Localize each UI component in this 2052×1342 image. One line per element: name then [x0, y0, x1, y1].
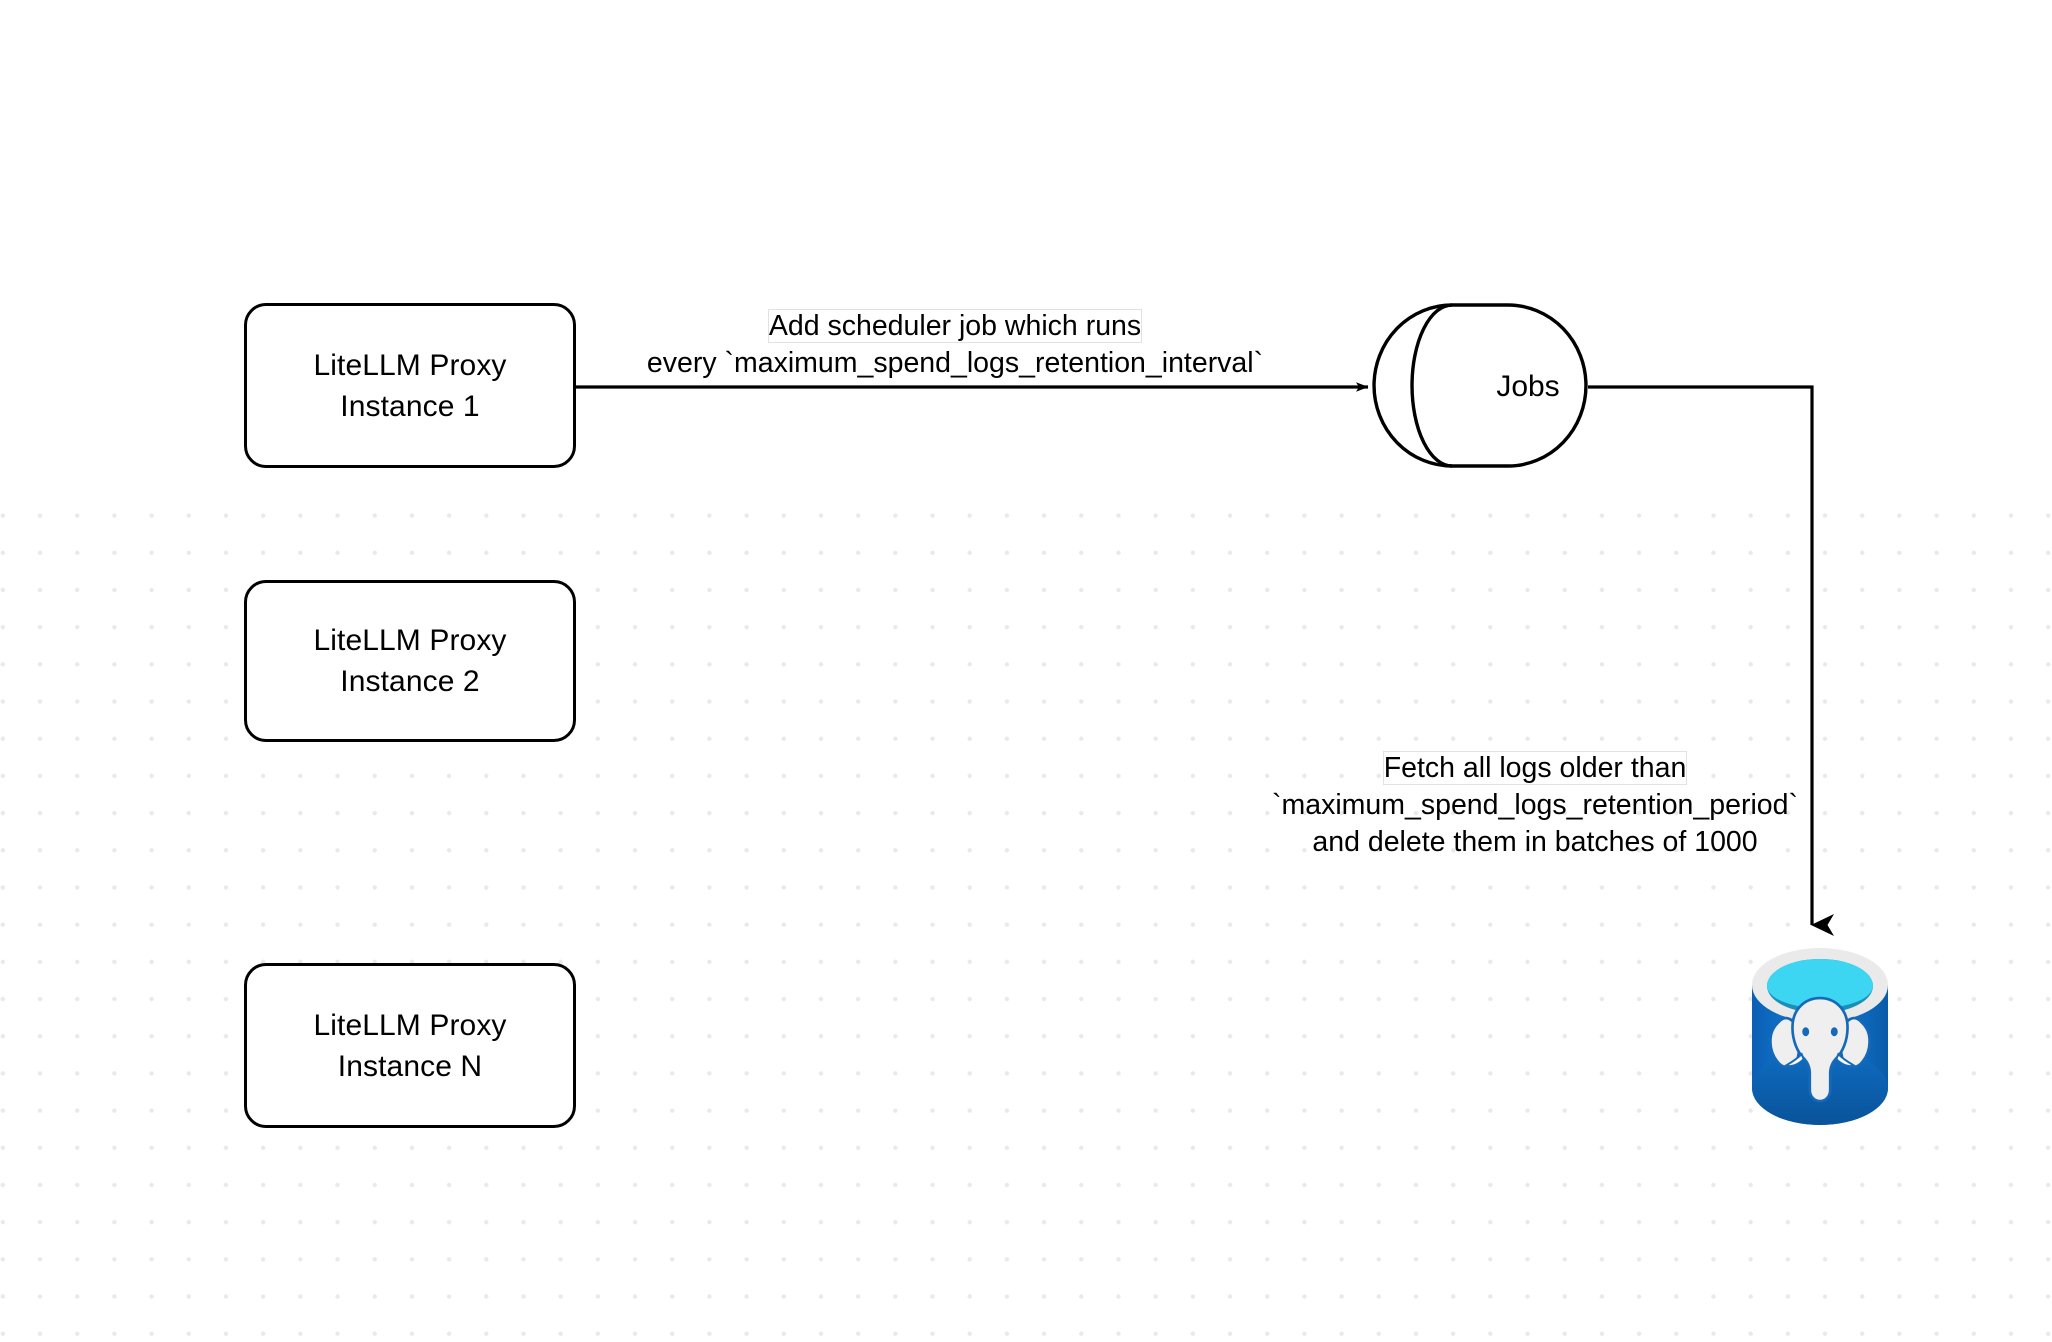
edge1-label-line-1: Add scheduler job which runs — [767, 309, 1143, 343]
proxy-1-line-1: LiteLLM Proxy — [313, 348, 507, 382]
node-litellm-proxy-instance-2[interactable]: LiteLLM Proxy Instance 2 — [244, 580, 576, 742]
proxy-n-line-1: LiteLLM Proxy — [313, 1008, 507, 1042]
node-litellm-proxy-instance-1[interactable]: LiteLLM Proxy Instance 1 — [244, 303, 576, 468]
edge2-label-line-3: and delete them in batches of 1000 — [1312, 826, 1758, 858]
proxy-2-line-2: Instance 2 — [340, 665, 480, 698]
jobs-cylinder-shape — [1372, 303, 1588, 468]
postgresql-icon — [1752, 948, 1888, 1125]
edge-label-add-scheduler-job: Add scheduler job which runs every `maxi… — [605, 308, 1305, 382]
proxy-1-line-2: Instance 1 — [340, 389, 480, 423]
node-litellm-proxy-instance-n[interactable]: LiteLLM Proxy Instance N — [244, 963, 576, 1128]
edge1-label-line-2: every `maximum_spend_logs_retention_inte… — [646, 347, 1264, 379]
proxy-2-line-1: LiteLLM Proxy — [313, 624, 507, 657]
edge2-label-line-1: Fetch all logs older than — [1382, 751, 1688, 785]
jobs-cylinder-label: Jobs — [1496, 370, 1560, 403]
edge2-label-line-2: `maximum_spend_logs_retention_period` — [1272, 789, 1798, 821]
edge-label-fetch-delete-logs: Fetch all logs older than `maximum_spend… — [1245, 750, 1825, 861]
connector-jobs-to-postgres — [1588, 385, 1834, 936]
proxy-n-line-2: Instance N — [337, 1049, 483, 1083]
